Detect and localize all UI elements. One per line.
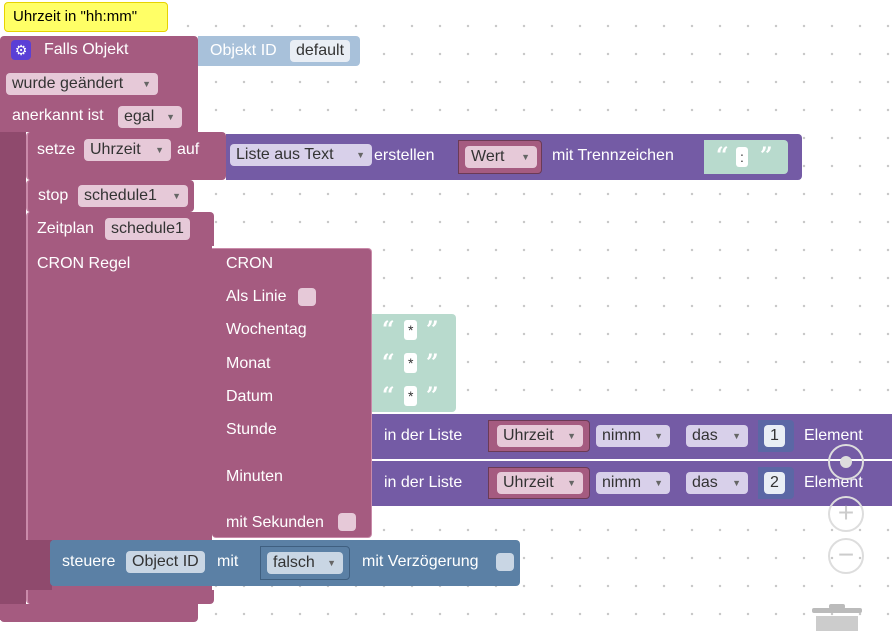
position-mode-dropdown[interactable]: das▼ — [686, 425, 748, 447]
ack-dropdown[interactable]: egal▼ — [118, 106, 182, 128]
index-number-block[interactable]: 1 — [758, 420, 794, 452]
boolean-dropdown[interactable]: falsch▼ — [267, 552, 343, 574]
control-state-block[interactable]: steuere Object ID mit falsch▼ mit Verzög… — [50, 540, 520, 586]
stop-schedule-dropdown[interactable]: schedule1▼ — [78, 185, 188, 207]
chevron-down-icon: ▼ — [172, 191, 181, 201]
zoom-in-icon[interactable]: + — [828, 496, 864, 532]
chevron-down-icon: ▼ — [356, 150, 365, 160]
trash-icon[interactable] — [812, 604, 862, 631]
chevron-down-icon: ▼ — [567, 478, 576, 488]
close-quote-icon: ” — [426, 383, 439, 409]
value-variable-dropdown[interactable]: Wert▼ — [465, 146, 537, 168]
variable-get-block[interactable]: Wert▼ — [458, 140, 542, 174]
object-id-block[interactable]: Objekt ID default — [198, 36, 360, 66]
control-object-field[interactable]: Object ID — [126, 551, 205, 573]
take-mode-dropdown[interactable]: nimm▼ — [596, 472, 670, 494]
element-label: Element — [804, 427, 863, 444]
list-variable-dropdown[interactable]: Uhrzeit▼ — [497, 472, 583, 494]
block-comment[interactable]: Uhrzeit in "hh:mm" — [4, 2, 168, 32]
cron-title: CRON — [226, 255, 274, 272]
list-variable-dropdown[interactable]: Uhrzeit▼ — [497, 425, 583, 447]
in-list-label: in der Liste — [384, 474, 463, 491]
take-mode-dropdown[interactable]: nimm▼ — [596, 425, 670, 447]
object-id-label: Objekt ID — [210, 42, 277, 59]
index-number-block[interactable]: 2 — [758, 467, 794, 499]
chevron-down-icon: ▼ — [732, 431, 741, 441]
list-get-block-minutes[interactable]: in der Liste Uhrzeit▼ nimm▼ das▼ 2 Eleme… — [372, 461, 892, 506]
as-line-checkbox[interactable] — [298, 288, 316, 306]
delimiter-text-block[interactable]: “ : ” — [704, 140, 788, 174]
month-text-block[interactable]: “ * ” — [372, 346, 456, 379]
object-id-field[interactable]: default — [290, 40, 351, 62]
event-title: Falls Objekt — [44, 41, 129, 58]
to-label: auf — [177, 141, 200, 158]
chevron-down-icon: ▼ — [521, 152, 530, 162]
index-field[interactable]: 1 — [764, 425, 785, 447]
set-label: setze — [37, 141, 76, 158]
delay-checkbox[interactable] — [496, 553, 514, 571]
ack-label: anerkannt ist — [12, 107, 104, 124]
schedule-label: Zeitplan — [37, 220, 94, 237]
date-text-block[interactable]: “ * ” — [372, 379, 456, 412]
control-label: steuere — [62, 553, 116, 570]
chevron-down-icon: ▼ — [327, 558, 336, 568]
zoom-out-icon[interactable]: − — [828, 538, 864, 574]
open-quote-icon: “ — [382, 383, 395, 409]
hour-label: Stunde — [226, 421, 277, 438]
month-field[interactable]: * — [404, 353, 418, 373]
month-label: Monat — [226, 355, 271, 372]
boolean-block[interactable]: falsch▼ — [260, 546, 350, 580]
open-quote-icon: “ — [716, 143, 729, 169]
chevron-down-icon: ▼ — [654, 431, 663, 441]
delay-label: mit Verzögerung — [362, 553, 479, 570]
position-mode-dropdown[interactable]: das▼ — [686, 472, 748, 494]
open-quote-icon: “ — [382, 317, 395, 343]
block-comment-text: Uhrzeit in "hh:mm" — [13, 8, 138, 25]
list-mode-dropdown[interactable]: Liste aus Text▼ — [230, 144, 372, 166]
stop-schedule-block[interactable]: stop schedule1▼ — [26, 180, 194, 212]
chevron-down-icon: ▼ — [567, 431, 576, 441]
close-quote-icon: ” — [426, 350, 439, 376]
weekday-label: Wochentag — [226, 321, 307, 338]
chevron-down-icon: ▼ — [732, 478, 741, 488]
date-label: Datum — [226, 388, 274, 405]
with-label: mit — [217, 553, 239, 570]
weekday-text-block[interactable]: “ * ” — [372, 314, 456, 346]
target-icon[interactable] — [828, 444, 864, 480]
minutes-label: Minuten — [226, 468, 283, 485]
delimiter-label: mit Trennzeichen — [552, 147, 674, 164]
close-quote-icon: ” — [426, 317, 439, 343]
list-get-block-hour[interactable]: in der Liste Uhrzeit▼ nimm▼ das▼ 1 Eleme… — [372, 414, 892, 459]
with-seconds-label: mit Sekunden — [226, 514, 324, 531]
chevron-down-icon: ▼ — [166, 112, 175, 122]
date-field[interactable]: * — [404, 386, 418, 406]
open-quote-icon: “ — [382, 350, 395, 376]
settings-icon[interactable]: ⚙ — [11, 40, 31, 60]
set-variable-dropdown[interactable]: Uhrzeit▼ — [84, 139, 171, 161]
list-variable-block[interactable]: Uhrzeit▼ — [488, 420, 590, 452]
delimiter-field[interactable]: : — [736, 147, 748, 167]
list-variable-block[interactable]: Uhrzeit▼ — [488, 467, 590, 499]
stop-label: stop — [38, 187, 69, 204]
index-field[interactable]: 2 — [764, 472, 785, 494]
chevron-down-icon: ▼ — [155, 145, 164, 155]
change-type-dropdown[interactable]: wurde geändert▼ — [6, 73, 158, 95]
create-label: erstellen — [374, 147, 435, 164]
close-quote-icon: ” — [760, 143, 773, 169]
list-from-text-block[interactable]: Liste aus Text▼ erstellen Wert▼ mit Tren… — [226, 134, 802, 180]
with-seconds-checkbox[interactable] — [338, 513, 356, 531]
chevron-down-icon: ▼ — [654, 478, 663, 488]
weekday-field[interactable]: * — [404, 320, 418, 340]
cron-rule-label: CRON Regel — [37, 255, 131, 272]
schedule-name-field[interactable]: schedule1 — [105, 218, 190, 240]
as-line-label: Als Linie — [226, 288, 287, 305]
chevron-down-icon: ▼ — [142, 79, 151, 89]
in-list-label: in der Liste — [384, 427, 463, 444]
